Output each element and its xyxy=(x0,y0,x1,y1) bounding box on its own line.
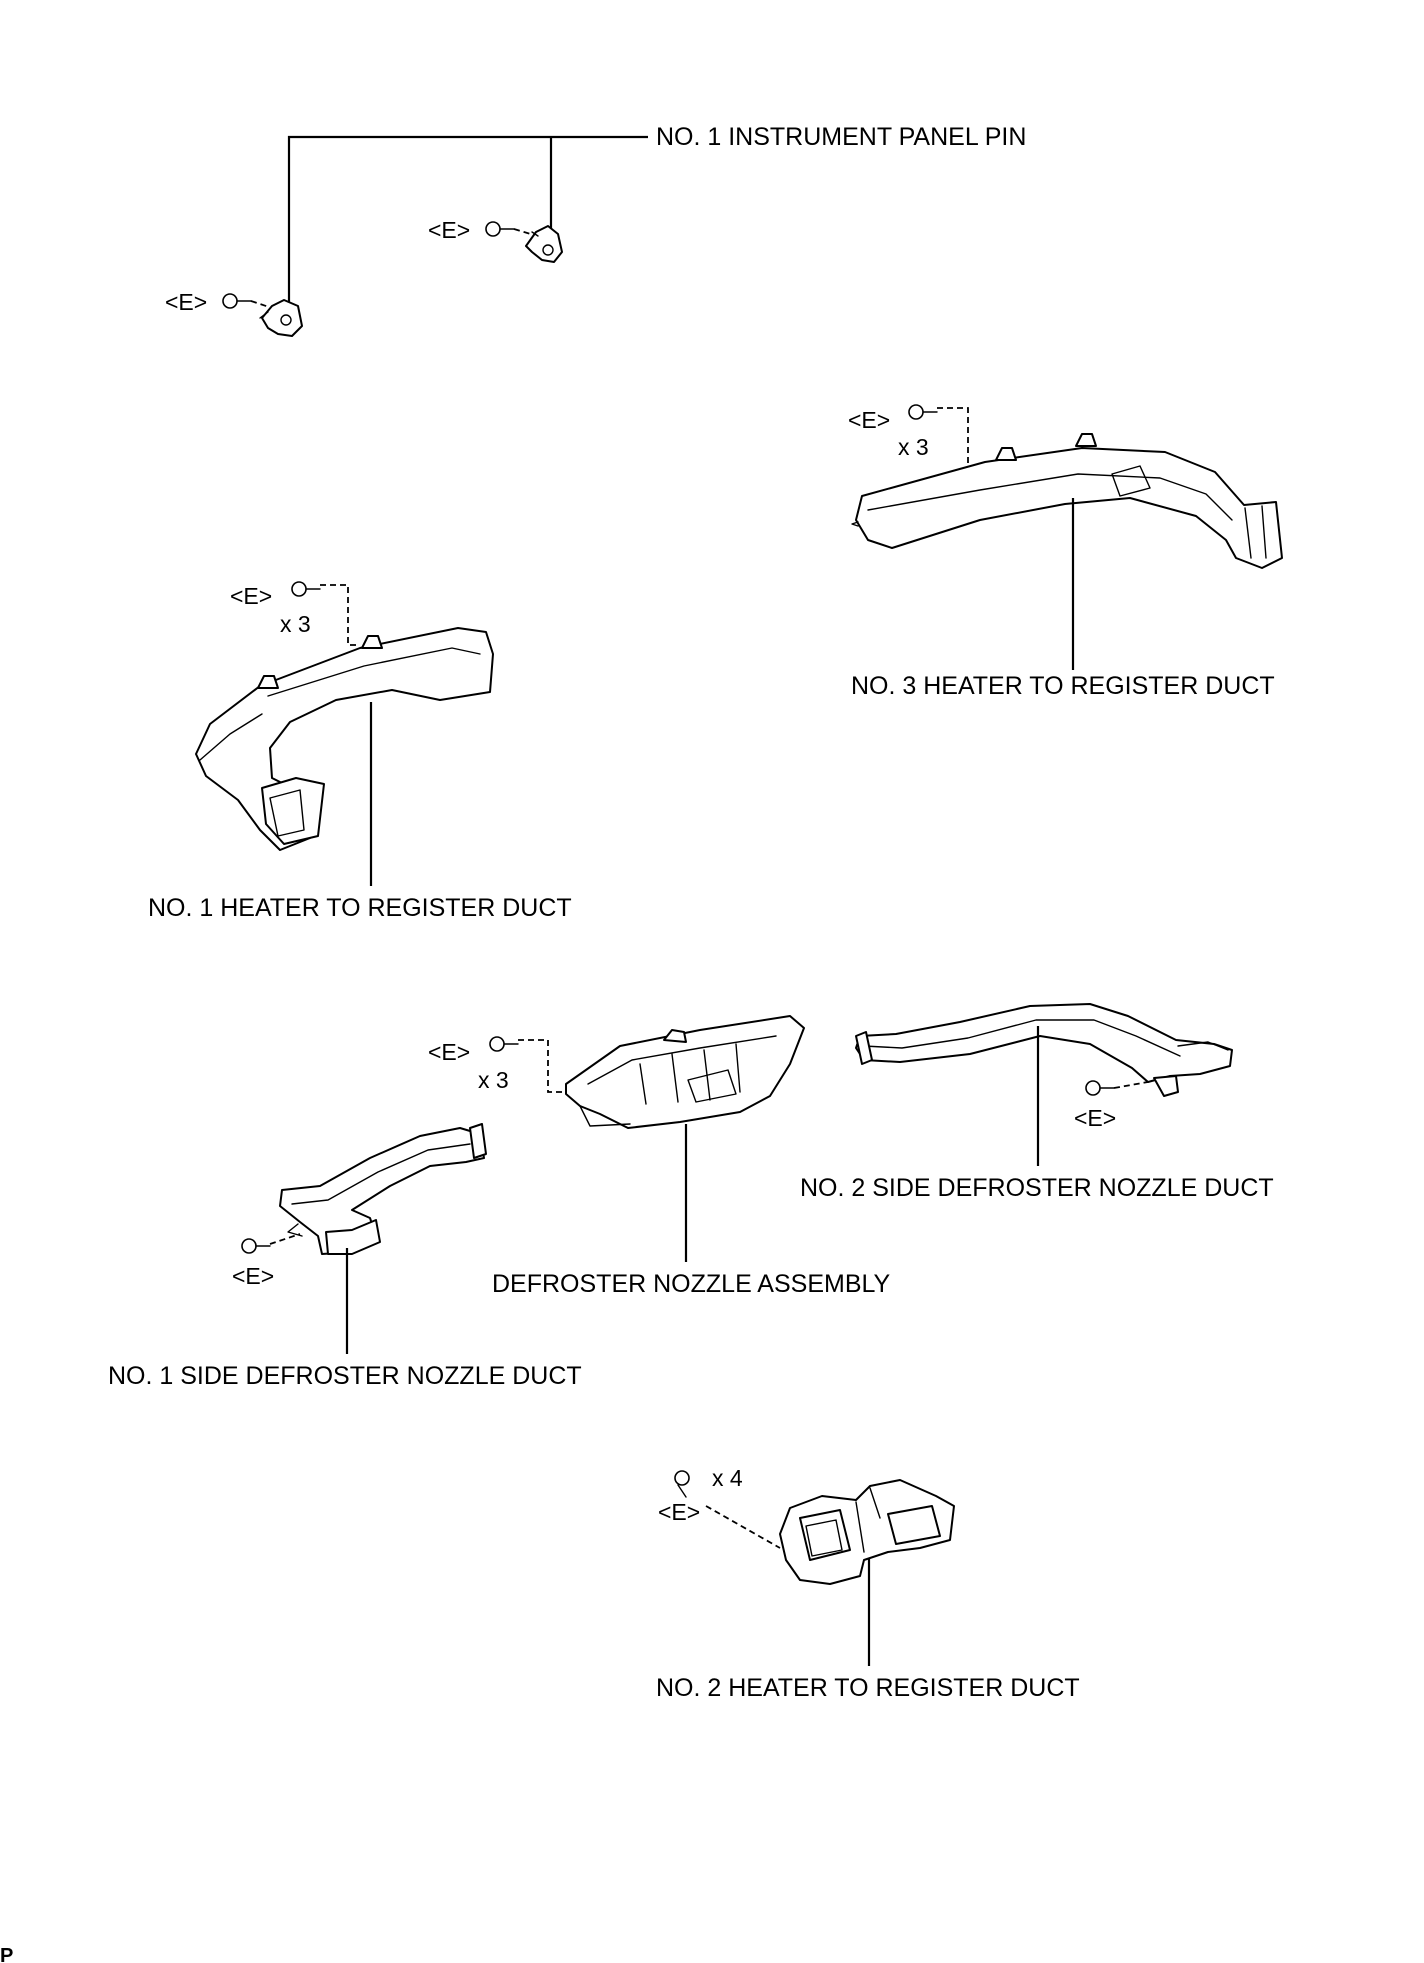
instrument-panel-pin-label: NO. 1 INSTRUMENT PANEL PIN xyxy=(656,123,1026,151)
pin-leader-line xyxy=(287,135,648,302)
side-defroster-2-label: NO. 2 SIDE DEFROSTER NOZZLE DUCT xyxy=(800,1174,1274,1202)
fastener-code-side-defroster-2: <E> xyxy=(1074,1105,1116,1131)
screw-icon xyxy=(489,1036,519,1052)
screw-icon xyxy=(485,221,515,237)
screw-icon xyxy=(241,1238,271,1254)
screw-icon xyxy=(674,1470,690,1498)
fastener-qty-duct-2: x 4 xyxy=(712,1465,743,1491)
side-defroster-1-group: <E> NO. 1 SIDE DEFROSTER NOZZLE DUCT xyxy=(108,1123,582,1390)
side-defroster-1-label: NO. 1 SIDE DEFROSTER NOZZLE DUCT xyxy=(108,1362,582,1390)
fastener-code-duct-2: <E> xyxy=(658,1499,700,1525)
side-defroster-2-part xyxy=(855,1003,1233,1097)
fastener-code-side-defroster-1: <E> xyxy=(232,1263,274,1289)
heater-duct-2-group: x 4 <E> NO. 2 HEATER TO REGISTER DUCT xyxy=(656,1465,1080,1702)
fastener-code-duct-1: <E> xyxy=(230,583,272,609)
defroster-nozzle-part xyxy=(565,1015,805,1129)
corner-mark: P xyxy=(0,1945,13,1963)
fastener-code-pin-lower: <E> xyxy=(165,289,207,315)
heater-duct-3-part xyxy=(851,433,1283,569)
screw-icon xyxy=(222,293,252,309)
screw-icon xyxy=(291,581,321,597)
fastener-qty-defroster: x 3 xyxy=(478,1067,509,1093)
side-defroster-2-group: <E> NO. 2 SIDE DEFROSTER NOZZLE DUCT xyxy=(800,1003,1274,1202)
heater-duct-2-label: NO. 2 HEATER TO REGISTER DUCT xyxy=(656,1674,1080,1702)
instrument-panel-pin-lower xyxy=(259,299,303,337)
fastener-code-pin-upper: <E> xyxy=(428,217,470,243)
side-defroster-1-part xyxy=(279,1123,487,1255)
heater-duct-1-group: <E> x 3 NO. 1 HEATER TO REGISTER DUCT xyxy=(148,581,572,922)
instrument-panel-pin-upper xyxy=(525,225,563,263)
fastener-code-duct-3: <E> xyxy=(848,407,890,433)
screw-icon xyxy=(1085,1080,1115,1096)
fastener-qty-duct-3: x 3 xyxy=(898,434,929,460)
fastener-code-defroster: <E> xyxy=(428,1039,470,1065)
heater-duct-3-label: NO. 3 HEATER TO REGISTER DUCT xyxy=(851,672,1275,700)
heater-duct-3-group: <E> x 3 NO. 3 HEATER TO REGISTER DUCT xyxy=(848,404,1283,700)
heater-duct-1-label: NO. 1 HEATER TO REGISTER DUCT xyxy=(148,894,572,922)
heater-duct-2-part xyxy=(779,1479,955,1585)
fastener-qty-duct-1: x 3 xyxy=(280,611,311,637)
defroster-nozzle-label: DEFROSTER NOZZLE ASSEMBLY xyxy=(492,1270,891,1298)
defroster-nozzle-group: <E> x 3 DEFROSTER NOZZLE ASSEMBLY xyxy=(428,1015,891,1298)
heater-duct-1-part xyxy=(195,627,494,851)
screw-icon xyxy=(908,404,938,420)
instrument-panel-pin-group: NO. 1 INSTRUMENT PANEL PIN <E> <E> xyxy=(165,123,1026,337)
